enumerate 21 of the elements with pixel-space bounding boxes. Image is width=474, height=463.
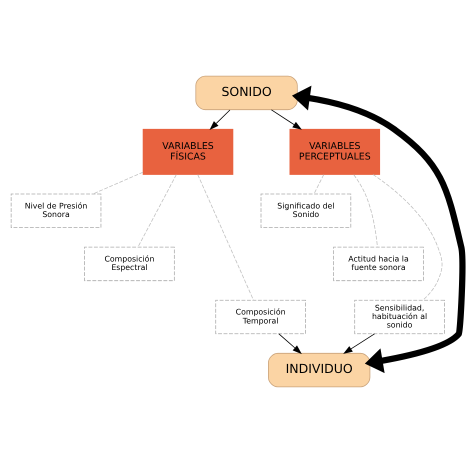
arrow: [210, 110, 230, 130]
node-box: SONIDO: [195, 76, 298, 110]
connector: [314, 174, 324, 194]
node-box: VARIABLES PERCEPTUALES: [290, 128, 380, 175]
connector: [353, 174, 378, 248]
arrow: [292, 86, 466, 374]
arrow: [270, 109, 302, 130]
node-box: INDIVIDUO: [268, 352, 370, 388]
node-box: Actitud hacia la fuente sonora: [333, 246, 424, 282]
node-box: VARIABLES FÍSICAS: [142, 128, 234, 175]
connector: [197, 174, 254, 301]
arrow: [343, 333, 375, 354]
node-box: Composición Temporal: [215, 300, 306, 334]
node-box: Composición Espectral: [84, 246, 175, 282]
node-box: Significado del Sonido: [260, 194, 352, 228]
arrow: [278, 333, 302, 354]
connector: [138, 174, 177, 248]
node-box: Nivel de Presión Sonora: [10, 194, 102, 228]
node-box: Sensibilidad, habituación al sonido: [354, 300, 445, 334]
connector: [92, 172, 144, 194]
connector: [372, 174, 442, 301]
